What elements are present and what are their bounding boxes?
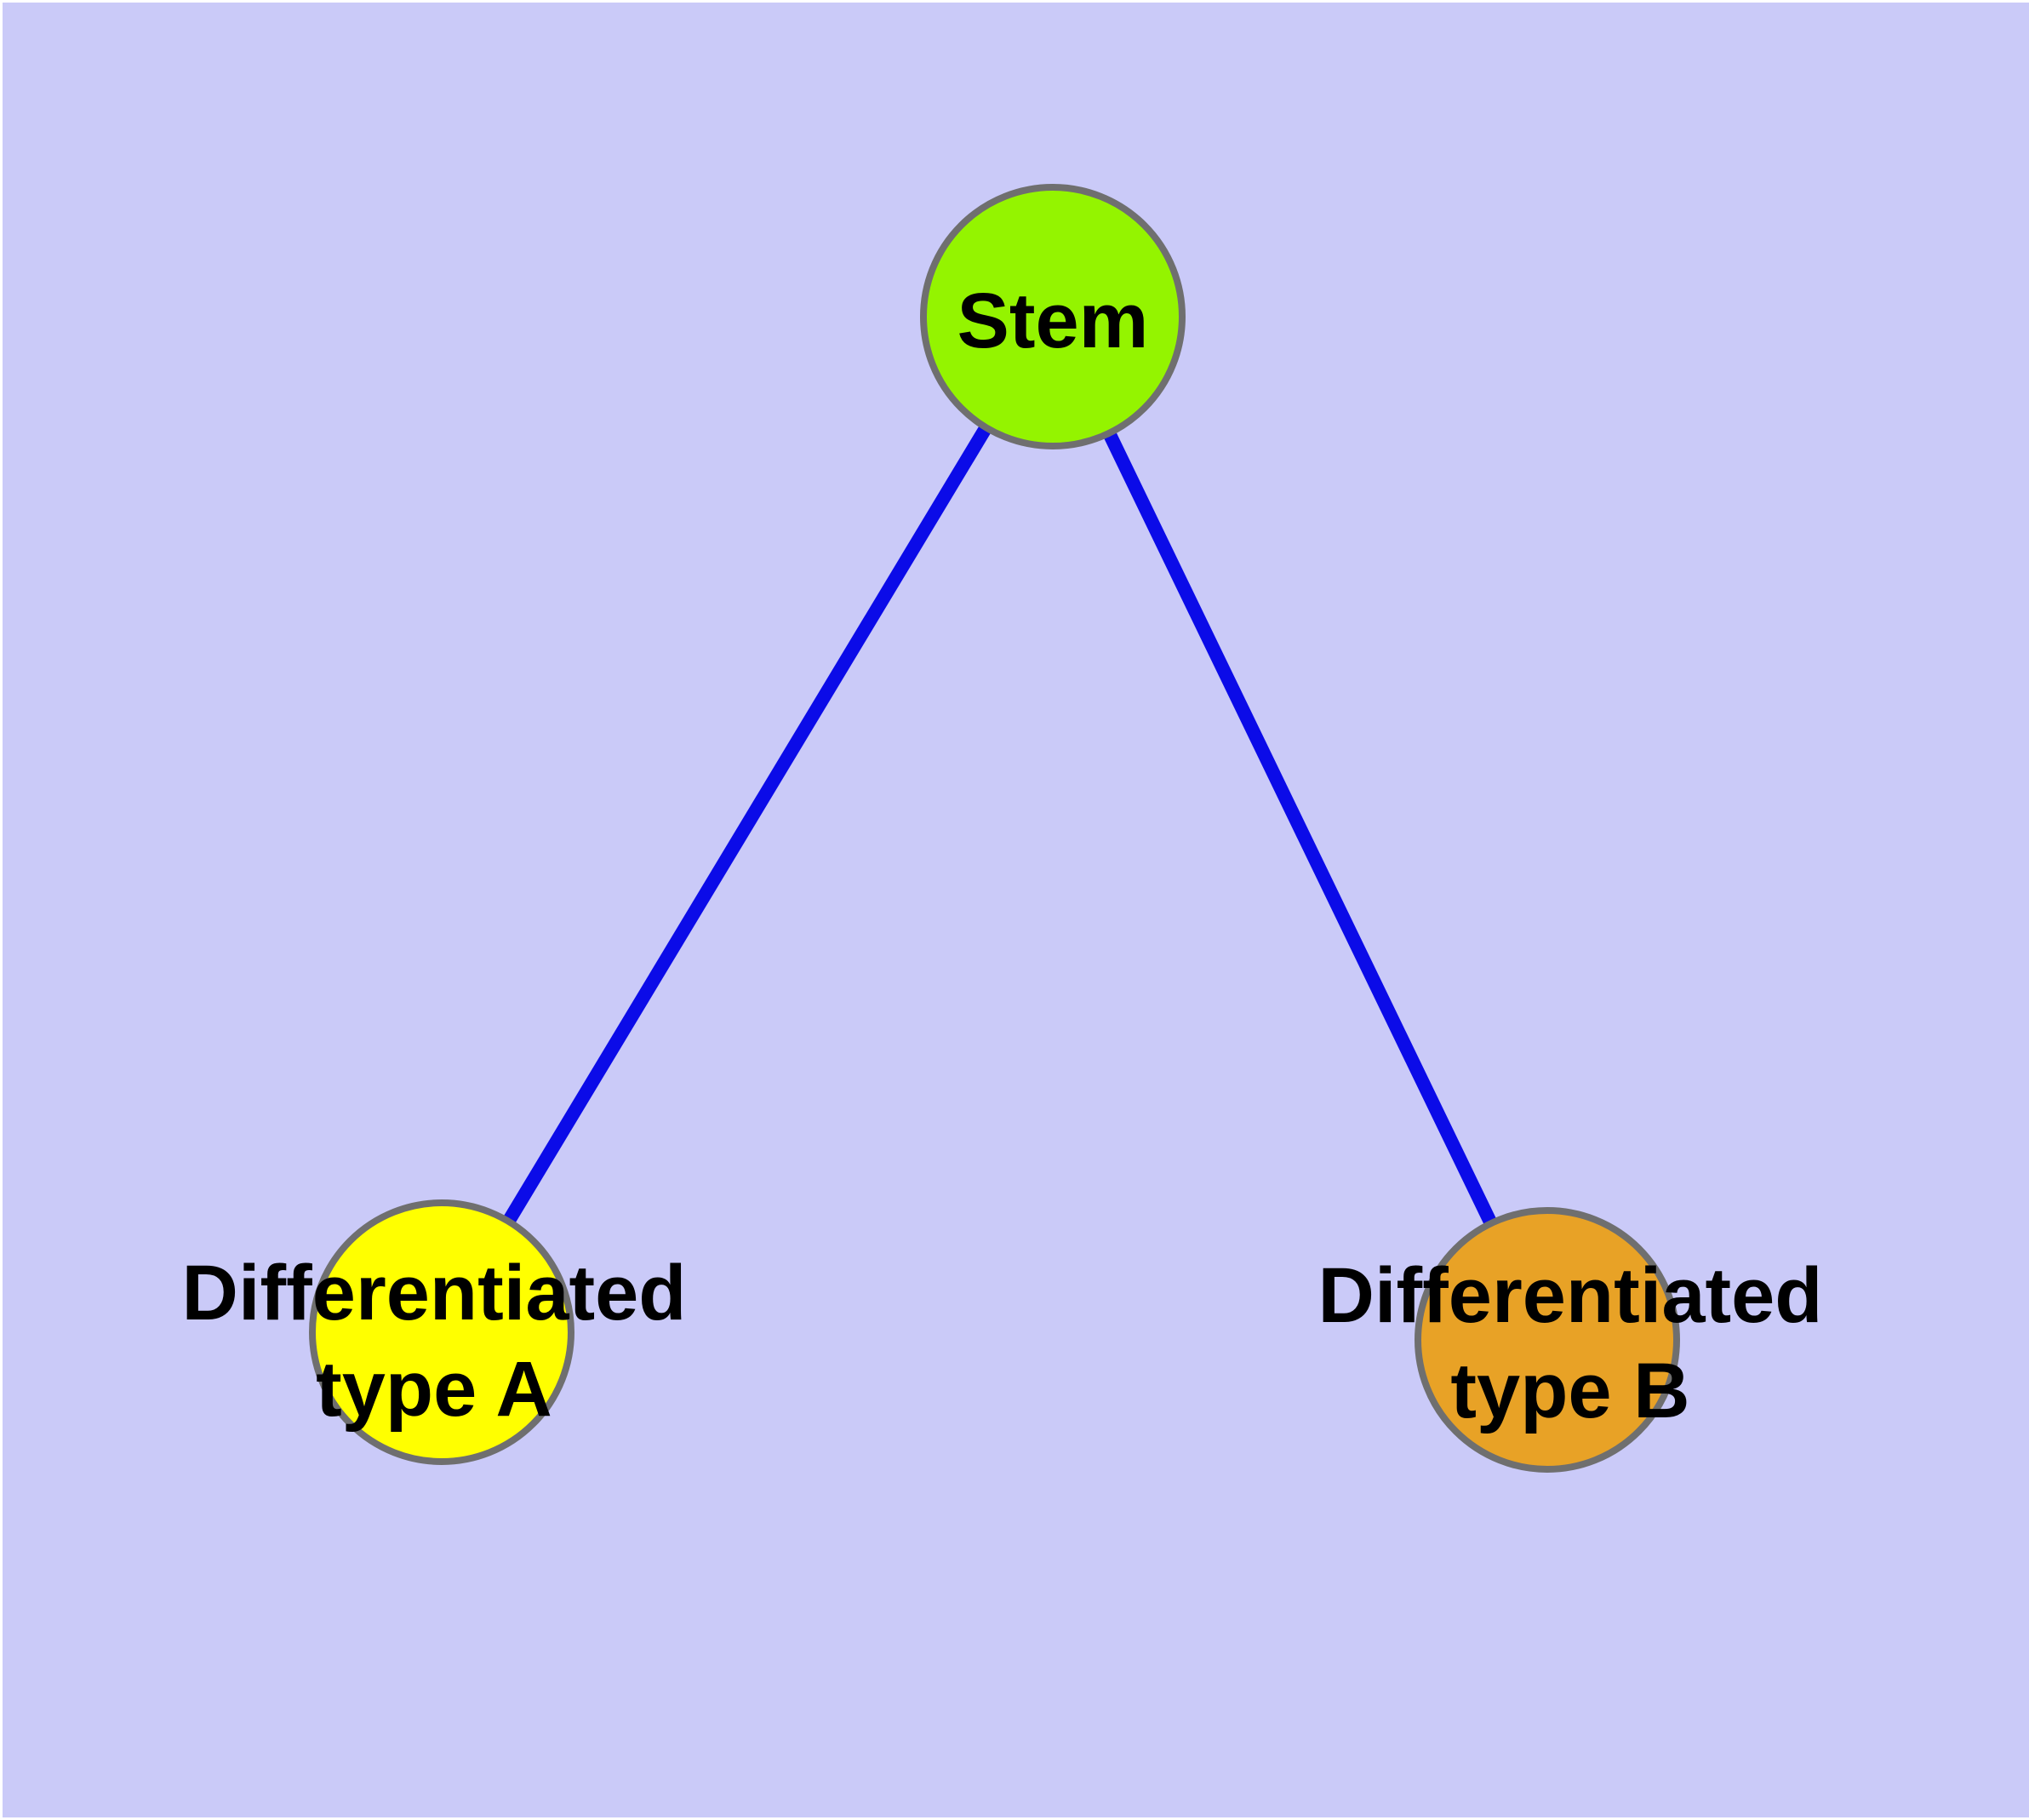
node-type-a-label-line1: Differentiated bbox=[182, 1250, 687, 1336]
node-type-b-label-line1: Differentiated bbox=[1318, 1252, 1823, 1339]
node-differentiated-type-b bbox=[1415, 1207, 1680, 1473]
node-differentiated-type-a bbox=[309, 1199, 574, 1465]
edge-stem-to-type-a bbox=[436, 312, 1059, 1336]
edge-stem-to-type-b bbox=[1046, 313, 1554, 1343]
node-type-a-label-line2: type A bbox=[316, 1346, 552, 1433]
node-type-b-label-line2: type B bbox=[1450, 1348, 1689, 1434]
node-stem-label: Stem bbox=[957, 278, 1149, 364]
node-stem bbox=[920, 184, 1186, 449]
